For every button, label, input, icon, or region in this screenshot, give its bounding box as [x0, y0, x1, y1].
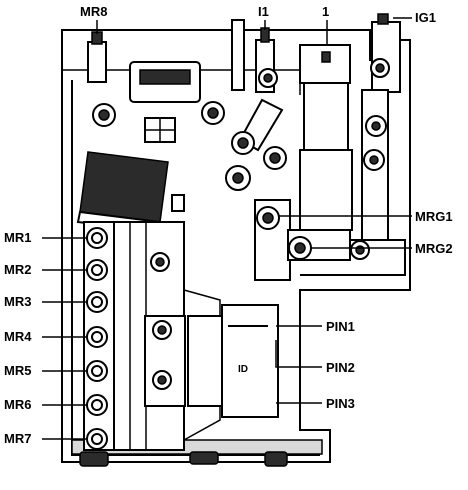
mr8-post: [87, 41, 107, 83]
mr6-stud-core: [91, 399, 103, 411]
pin2-leader: [275, 340, 322, 368]
mr-fuse-column: [83, 221, 221, 451]
pin-connector-body: [221, 304, 279, 418]
leader-lines: [42, 17, 412, 440]
pin-connector: ID: [187, 304, 279, 418]
mr1-stud-core: [91, 232, 103, 244]
mr4-stud-core: [91, 331, 103, 343]
mr3-stud-core: [91, 296, 103, 308]
foot-right: [264, 451, 288, 467]
label-mr8: MR8: [80, 4, 107, 19]
label-mr5: MR5: [4, 363, 31, 378]
label-mr4: MR4: [4, 329, 32, 344]
label-pin3: PIN3: [326, 396, 355, 411]
foot-left: [79, 451, 109, 467]
label-mrg2: MRG2: [415, 241, 453, 256]
housing-inner-edge: [71, 80, 320, 456]
relay-1: [299, 44, 353, 231]
relay-1-top: [299, 44, 351, 84]
relay-1-lower: [299, 149, 353, 231]
mr7-stud-core: [91, 433, 103, 445]
center-bolts: [92, 68, 287, 191]
top-connector-slot: [139, 69, 191, 85]
label-pin1: PIN1: [326, 319, 355, 334]
stud-post: [231, 19, 245, 91]
mr2-stud-core: [91, 264, 103, 276]
ig1-post: [371, 21, 401, 93]
label-mr3: MR3: [4, 294, 31, 309]
i1-post-cap: [260, 27, 270, 43]
label-mr1: MR1: [4, 230, 31, 245]
foot-middle: [189, 451, 219, 465]
mr-leaders: [42, 237, 87, 440]
callout-labels: MR8 I1 1 IG1 MRG1 MRG2 PIN1 PIN2 PIN3 MR…: [4, 4, 453, 446]
relay-1-body: [303, 82, 349, 154]
mr5-stud-core: [91, 365, 103, 377]
label-mr2: MR2: [4, 262, 31, 277]
label-mr7: MR7: [4, 431, 31, 446]
label-relay-1: 1: [322, 4, 329, 19]
label-pin2: PIN2: [326, 360, 355, 375]
pin-connector-side: [187, 315, 223, 407]
right-bus-bar: [361, 58, 390, 241]
id-mark: ID: [238, 364, 248, 375]
label-mrg1: MRG1: [415, 209, 453, 224]
label-i1: I1: [258, 4, 269, 19]
label-mr6: MR6: [4, 397, 31, 412]
mr-studs: [86, 227, 108, 450]
ig1-post-cap: [377, 13, 389, 25]
label-ig1: IG1: [415, 10, 436, 25]
cover-dark-top: [79, 151, 169, 223]
